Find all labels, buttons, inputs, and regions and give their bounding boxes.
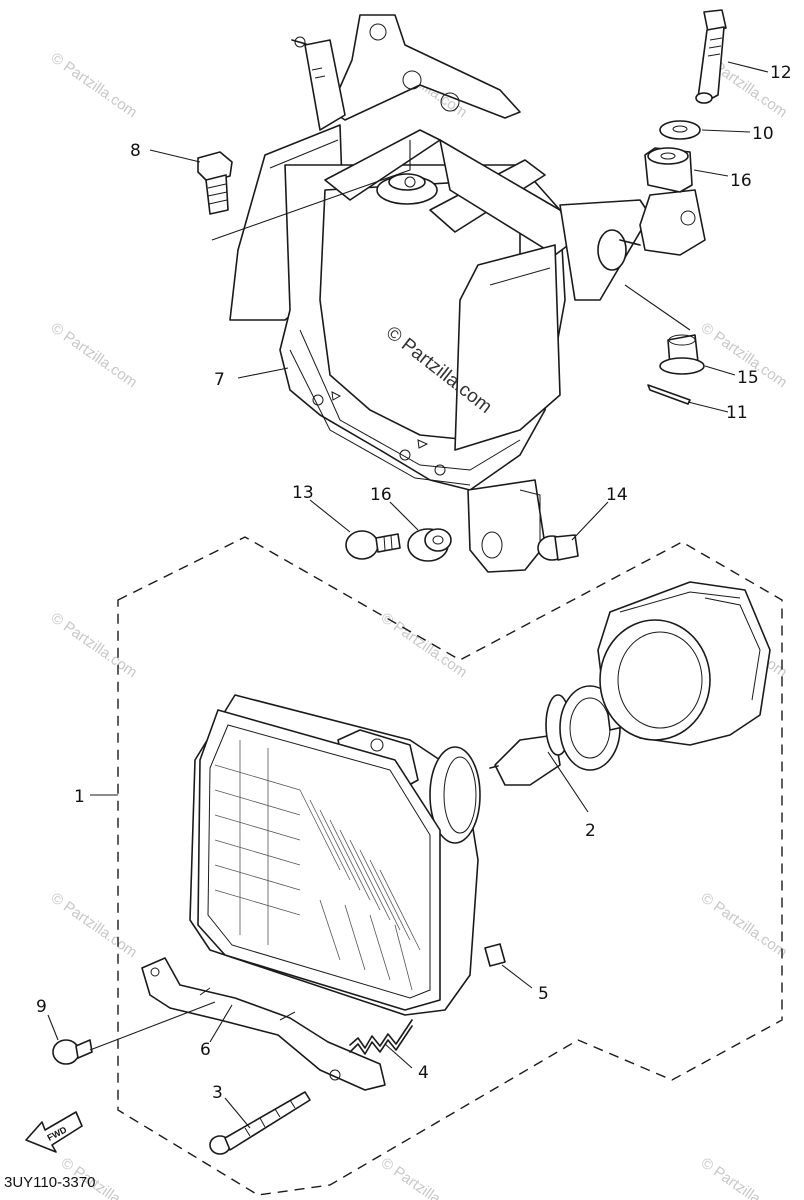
collar-part-14 — [537, 534, 579, 561]
callout-1: 1 — [74, 787, 85, 807]
leader-lines — [47, 61, 769, 1129]
watermark-text: © Partzilla.com — [698, 889, 791, 961]
callout-11: 11 — [726, 403, 748, 423]
diagram-code: 3UY110-3370 — [4, 1174, 95, 1191]
bolt-part-12 — [695, 9, 727, 104]
callout-13: 13 — [292, 483, 314, 503]
washer-part-10 — [659, 120, 701, 140]
bulb-socket-cover — [597, 581, 771, 746]
callout-2: 2 — [585, 821, 596, 841]
callout-16-lower: 16 — [370, 485, 392, 505]
bolt-part-8 — [197, 151, 233, 215]
callout-14: 14 — [606, 485, 628, 505]
bracket-part-6 — [141, 957, 386, 1091]
spring-part-4 — [349, 1019, 413, 1055]
callout-8: 8 — [130, 141, 141, 161]
callout-9: 9 — [36, 997, 47, 1017]
callout-4: 4 — [418, 1063, 429, 1083]
callout-6: 6 — [200, 1040, 211, 1060]
watermark-text: © Partzilla.com — [48, 889, 141, 961]
headlight-stay-bracket — [229, 14, 706, 573]
clip-part-11 — [647, 384, 691, 405]
watermark-text: © Partzilla.com — [378, 1154, 471, 1200]
grommet-part-16-lower — [407, 528, 452, 562]
callout-numbers: 1 2 3 4 5 6 7 8 9 10 11 12 13 14 15 16 1… — [36, 63, 792, 1103]
collar-part-15 — [659, 334, 705, 375]
watermark-text: © Partzilla.com — [48, 609, 141, 681]
screw-part-3 — [209, 1091, 311, 1155]
callout-3: 3 — [212, 1083, 223, 1103]
callout-15: 15 — [737, 368, 759, 388]
lens-pattern — [214, 740, 421, 991]
assembly-boundary — [117, 536, 783, 1196]
forward-direction-arrow-icon: FWD — [25, 1111, 83, 1153]
callout-5: 5 — [538, 984, 549, 1004]
callout-7: 7 — [214, 370, 225, 390]
callout-12: 12 — [770, 63, 792, 83]
headlight-unit — [189, 694, 481, 1016]
screw-part-9 — [52, 1039, 93, 1065]
grommet-part-16-upper — [644, 147, 693, 193]
bolt-part-13 — [345, 530, 401, 560]
watermark-text: © Partzilla.com — [48, 49, 141, 121]
nut-part-5 — [484, 943, 506, 967]
callout-16-upper: 16 — [730, 171, 752, 191]
watermark-text: © Partzilla.com — [48, 319, 141, 391]
watermark-text: © Partzilla.com — [698, 1154, 791, 1200]
callout-10: 10 — [752, 124, 774, 144]
